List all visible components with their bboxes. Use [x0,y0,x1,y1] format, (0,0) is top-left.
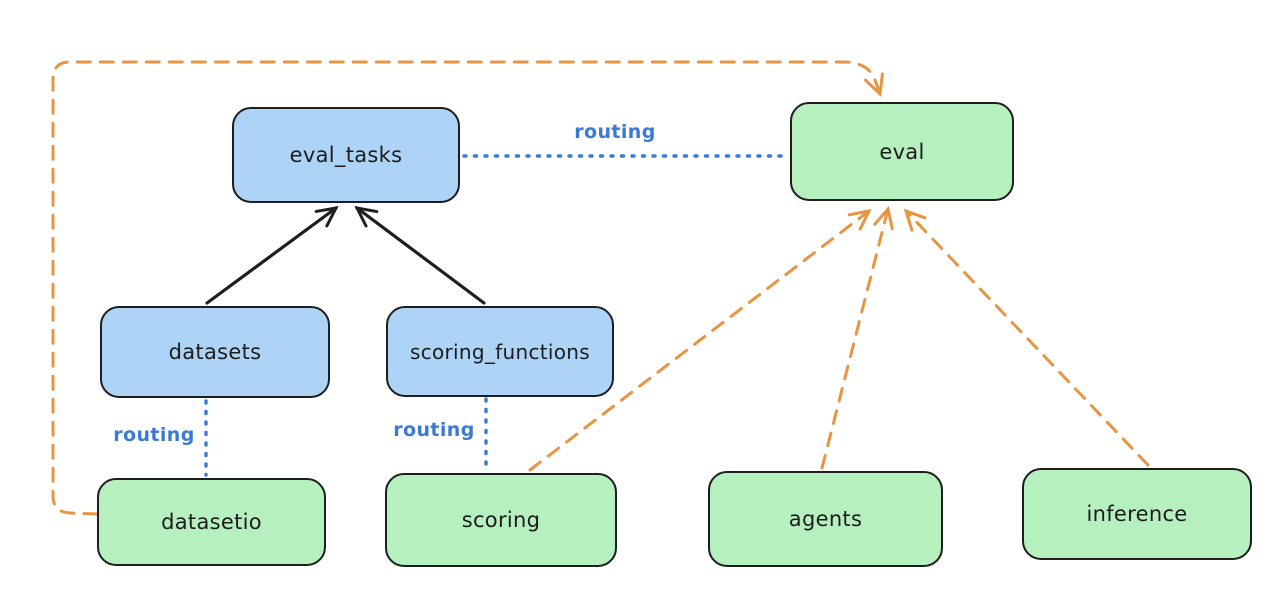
node-inference-label: inference [1086,502,1188,526]
edge-datasetio-eval [51,60,880,516]
node-datasets: datasets [100,306,330,398]
node-eval-label: eval [879,139,925,164]
node-inference: inference [1022,468,1252,560]
edge-datasets-eval-tasks [205,208,336,305]
node-agents-label: agents [788,507,863,531]
node-scoring-label: scoring [461,508,541,532]
node-eval-tasks-label: eval_tasks [289,143,403,167]
edge-label-routing-datasets-datasetio: routing [113,424,195,446]
node-scoring-functions-label: scoring_functions [409,339,591,364]
node-scoring: scoring [385,473,617,567]
edge-agents-eval [820,209,888,470]
node-eval-tasks: eval_tasks [232,107,460,203]
node-datasetio-label: datasetio [161,510,262,534]
edge-scoring-eval [528,211,869,472]
edge-scoring-functions-eval-tasks [357,208,486,305]
node-scoring-functions: scoring_functions [386,306,614,397]
node-agents: agents [708,471,943,567]
node-eval: eval [790,102,1014,201]
edge-label-routing-scoring-functions-scoring: routing [393,419,475,441]
node-datasetio: datasetio [97,478,326,566]
edge-label-routing-eval-tasks-eval: routing [574,121,656,143]
node-datasets-label: datasets [168,340,262,364]
edge-inference-eval [906,211,1150,467]
